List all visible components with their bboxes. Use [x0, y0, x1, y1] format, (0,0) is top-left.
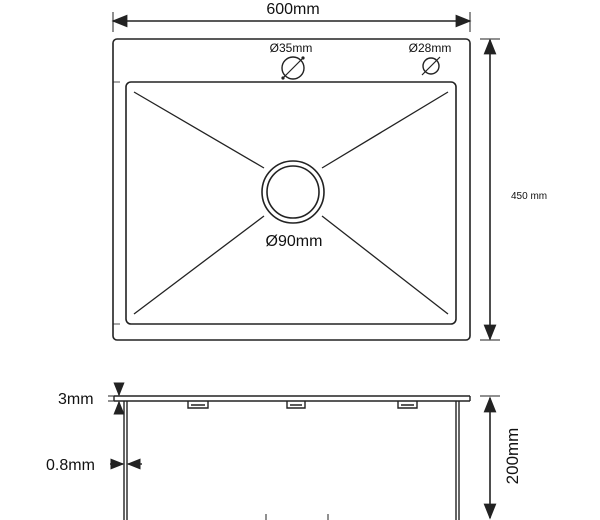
tap-hole-left-diameter	[281, 56, 305, 80]
rim-thickness-label: 3mm	[58, 391, 94, 408]
slope-line	[133, 91, 265, 169]
drain-outer	[261, 160, 325, 224]
width-label: 600mm	[266, 1, 319, 18]
slope-line	[321, 91, 449, 169]
sink-inner-bowl	[125, 81, 457, 325]
tap-hole-left-arrowhead	[281, 76, 285, 80]
depth-label: 450 mm	[511, 191, 547, 202]
tap-hole-right	[422, 57, 440, 75]
side-view: 3mm 0.8mm 200mm	[46, 382, 522, 520]
mounting-clip-center	[286, 401, 306, 409]
top-view: 600mm Ø90mm Ø35mm Ø28mm 450 mm	[111, 1, 547, 341]
wall-thickness-label: 0.8mm	[46, 457, 95, 474]
mounting-clip-right	[397, 401, 418, 409]
tap-hole-right-diameter	[421, 56, 441, 76]
drain-inner	[266, 165, 320, 219]
hole-left-label: Ø35mm	[270, 41, 313, 55]
hole-right-label: Ø28mm	[409, 41, 452, 55]
slope-line	[321, 215, 449, 315]
slope-line	[133, 215, 265, 315]
height-label: 200mm	[503, 428, 522, 485]
tap-hole-left-arrowhead	[301, 56, 305, 60]
drain-label: Ø90mm	[266, 233, 323, 250]
mounting-clip-left	[187, 401, 209, 409]
sink-outer-rim	[112, 38, 471, 341]
tap-hole-left	[281, 56, 305, 80]
